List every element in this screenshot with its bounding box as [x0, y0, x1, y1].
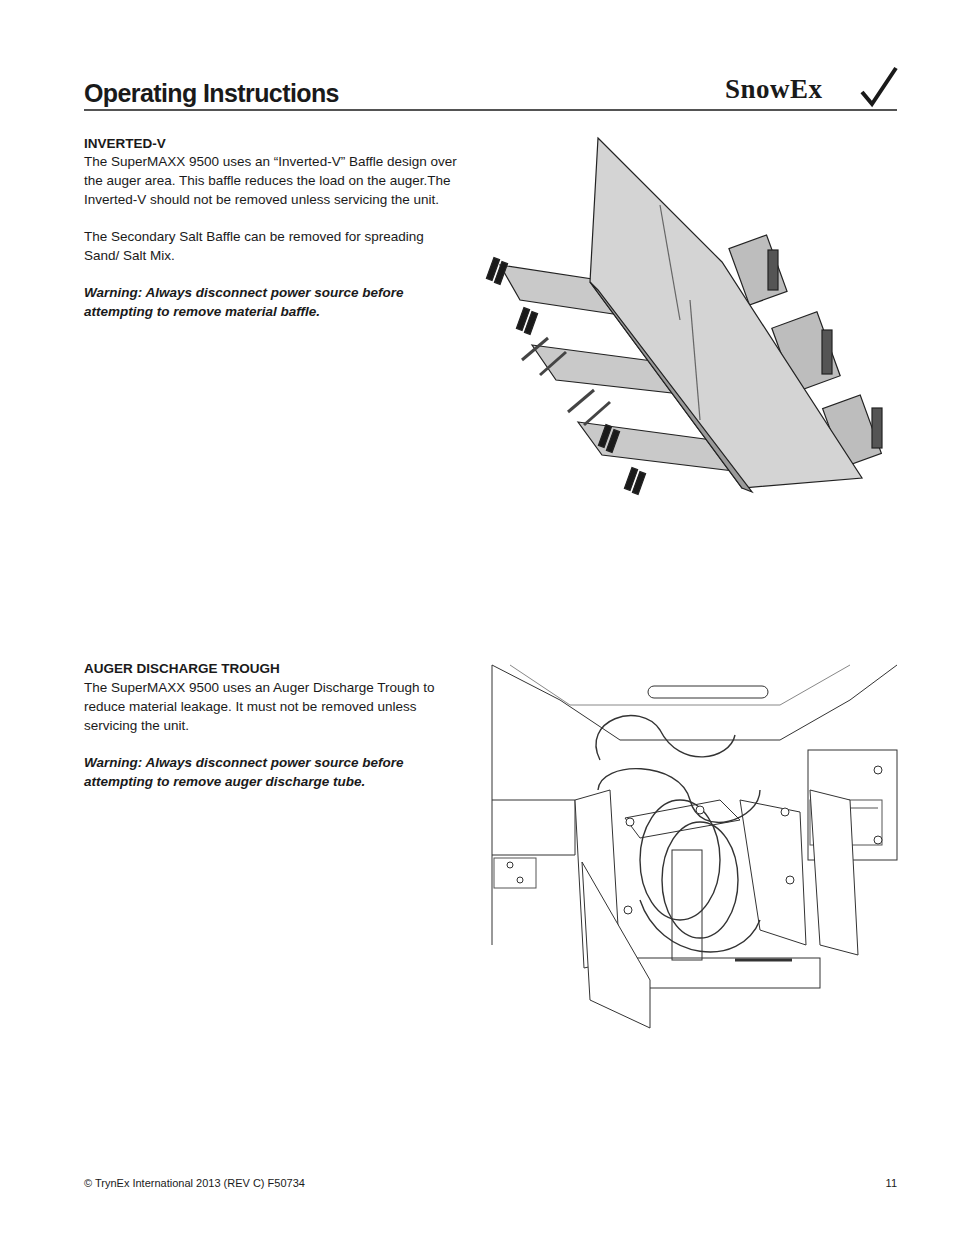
page-footer: © TrynEx International 2013 (REV C) F507…	[84, 1176, 305, 1190]
page-title: Operating Instructions	[84, 78, 339, 108]
section-heading: AUGER DISCHARGE TROUGH	[84, 659, 464, 678]
logo-check	[862, 68, 896, 104]
body-paragraph: The Secondary Salt Baffle can be removed…	[84, 227, 459, 265]
warning-note: Warning: Always disconnect power source …	[84, 753, 459, 791]
page-number: 11	[886, 1176, 897, 1190]
brand-logo: SnowEx	[725, 74, 823, 104]
auger-trough-illustration	[492, 665, 897, 1028]
baffle-illustration	[486, 138, 882, 494]
body-paragraph: The SuperMAXX 9500 uses an Auger Dischar…	[84, 678, 464, 735]
title-rule	[84, 109, 897, 111]
section-heading: INVERTED-V	[84, 134, 464, 153]
body-paragraph: The SuperMAXX 9500 uses an “Inverted-V” …	[84, 152, 459, 209]
warning-note: Warning: Always disconnect power source …	[84, 283, 459, 321]
